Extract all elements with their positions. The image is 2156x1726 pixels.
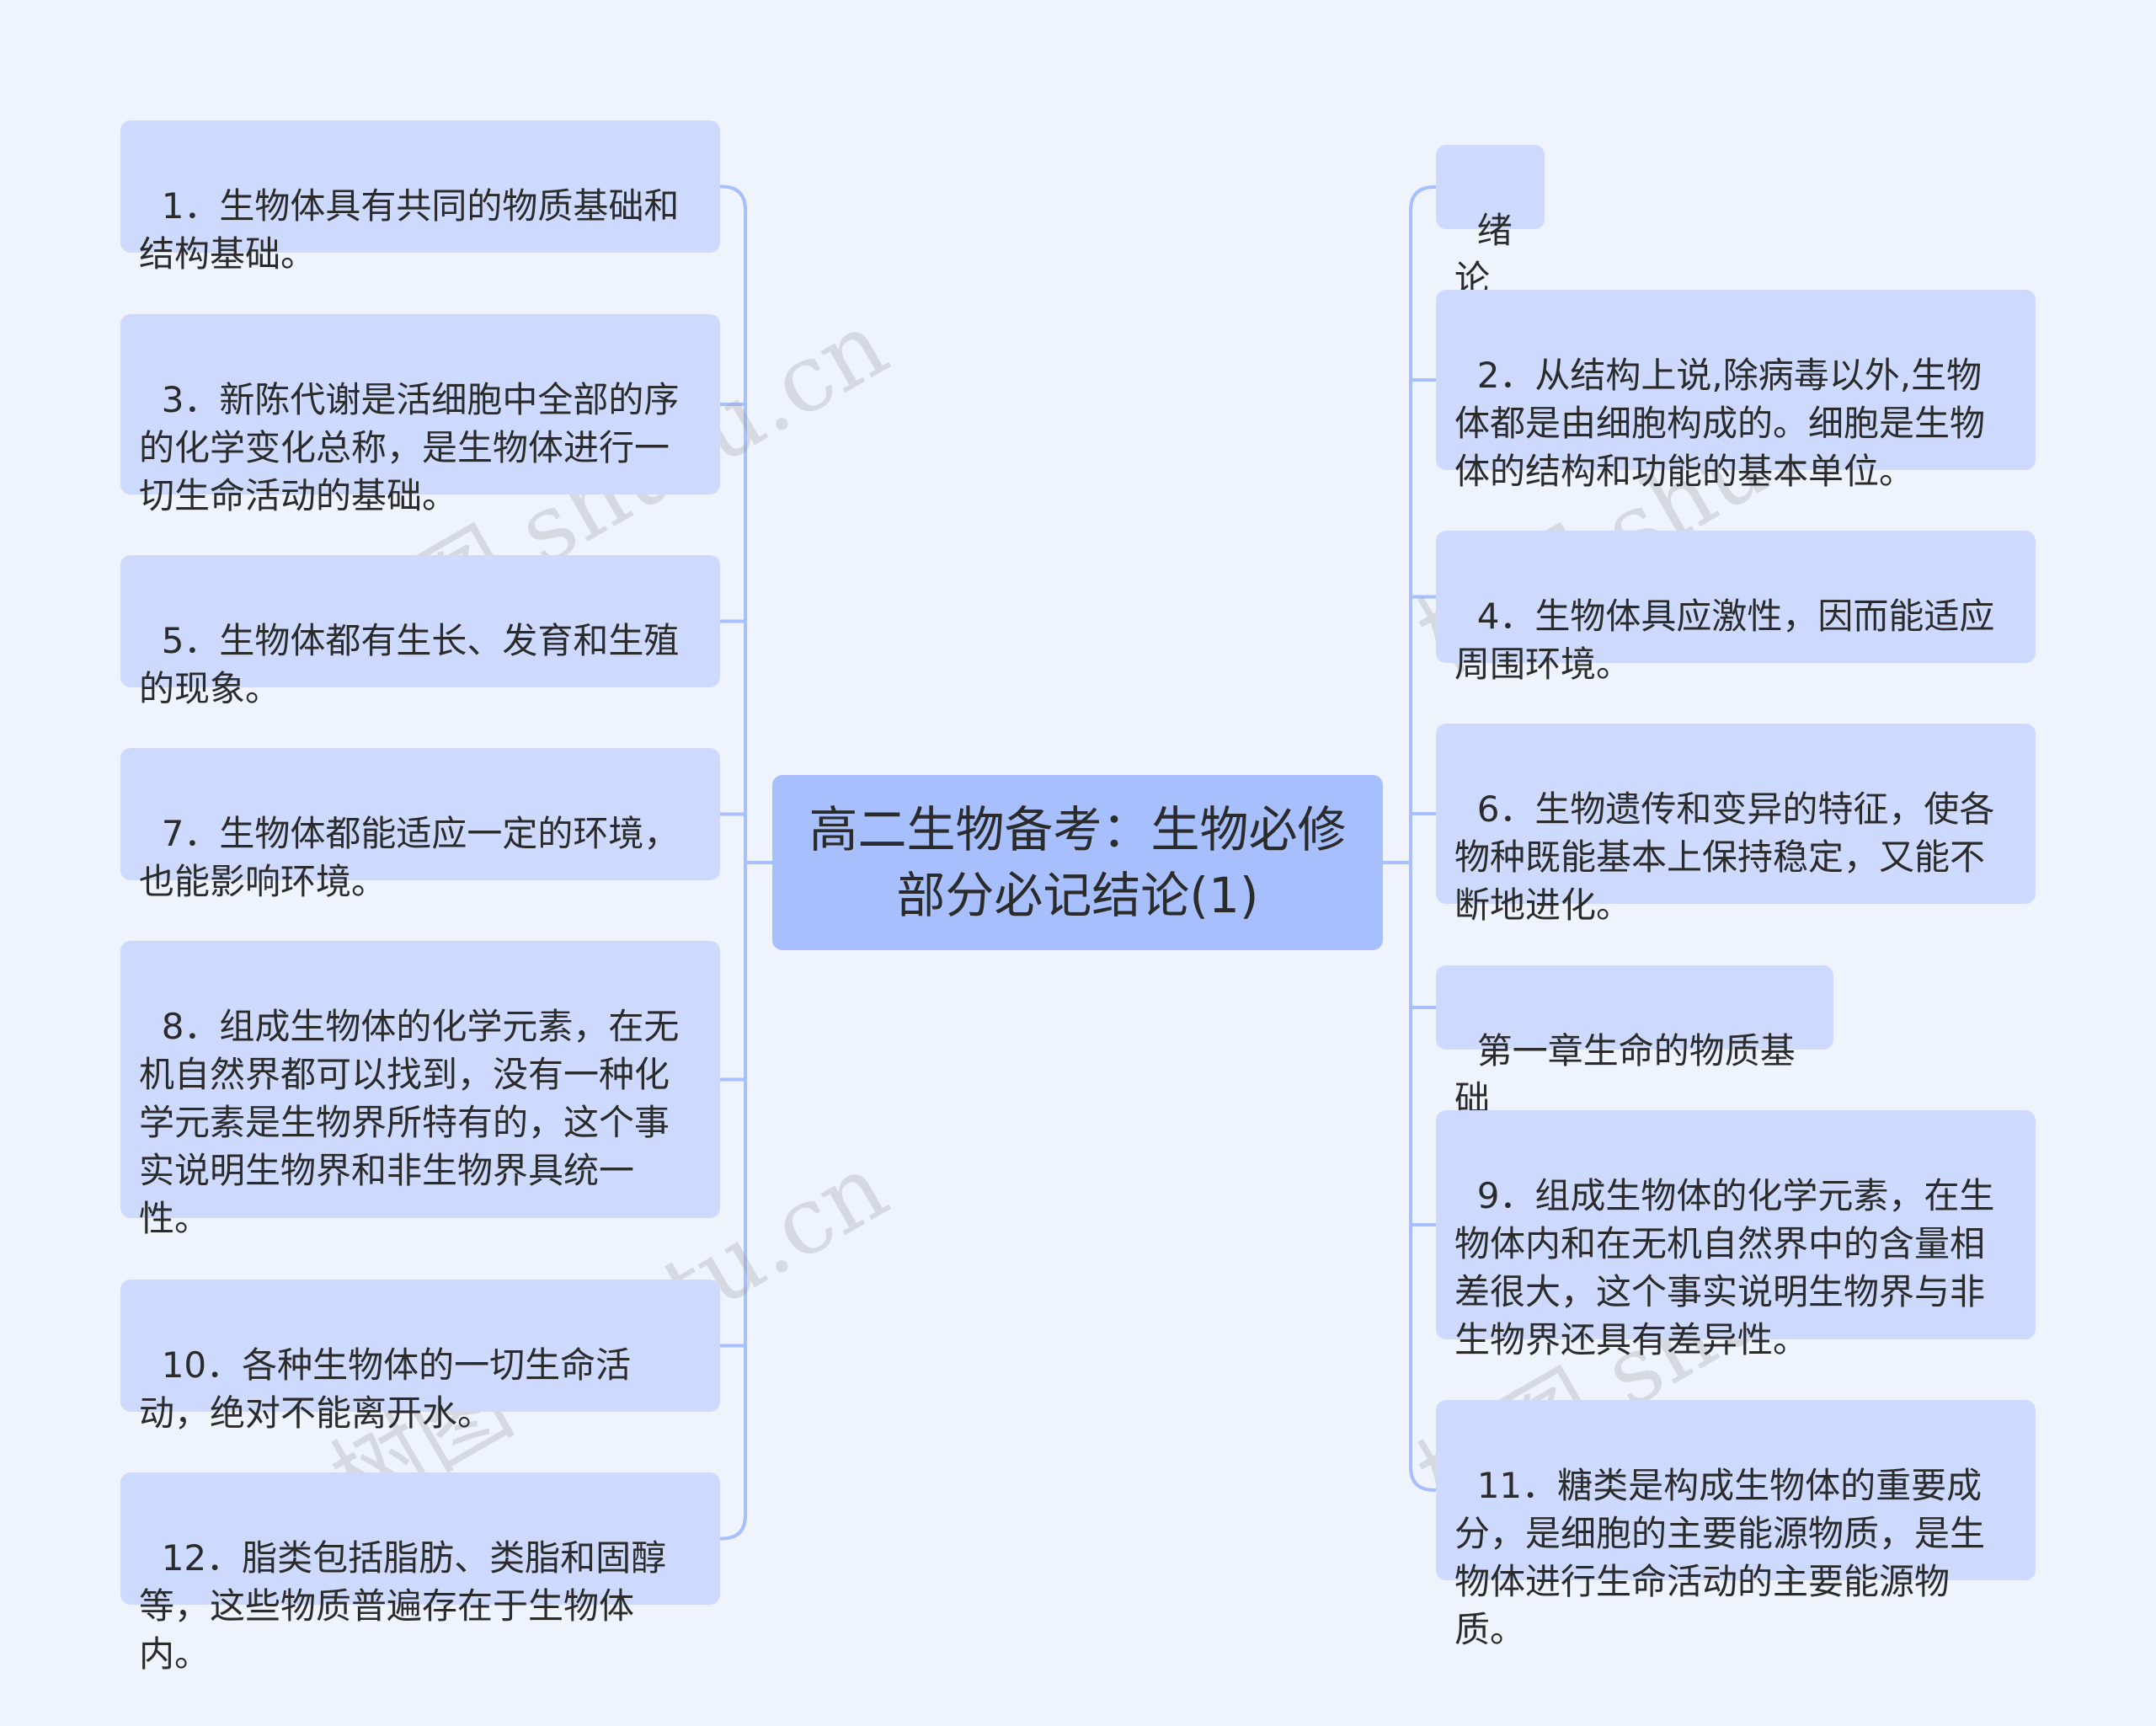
- topic-label: 6．生物遗传和变异的特征，使各物种既能基本上保持稳定，又能不断地进化。: [1454, 788, 1995, 926]
- topic-label: 11．糖类是构成生物体的重要成分，是细胞的主要能源物质，是生物体进行生命活动的主…: [1454, 1465, 1986, 1650]
- left-topic-3[interactable]: 5．生物体都有生长、发育和生殖的现象。: [120, 555, 720, 709]
- root-topic-label: 高二生物备考：生物必修部分必记结论(1): [808, 801, 1347, 924]
- topic-label: 10．各种生物体的一切生命活动，绝对不能离开水。: [139, 1344, 632, 1434]
- connector-line: [1409, 185, 1436, 211]
- connector-line: [720, 1515, 747, 1541]
- left-topic-5[interactable]: 8．组成生物体的化学元素，在无机自然界都可以找到，没有一种化学元素是生物界所特有…: [120, 941, 720, 1239]
- topic-label: 12．脂类包括脂肪、类脂和固醇等，这些物质普遍存在于生物体内。: [139, 1537, 667, 1675]
- right-topic-6[interactable]: 9．组成生物体的化学元素，在生物体内和在无机自然界中的含量相差很大，这个事实说明…: [1436, 1110, 2036, 1360]
- topic-label: 7．生物体都能适应一定的环境，也能影响环境。: [139, 813, 680, 902]
- topic-label: 4．生物体具应激性，因而能适应周围环境。: [1454, 596, 1995, 685]
- left-topic-6[interactable]: 10．各种生物体的一切生命活动，绝对不能离开水。: [120, 1280, 720, 1434]
- right-topic-3[interactable]: 4．生物体具应激性，因而能适应周围环境。: [1436, 531, 2036, 685]
- right-topic-5[interactable]: 第一章生命的物质基础: [1436, 965, 1833, 1119]
- topic-label: 9．组成生物体的化学元素，在生物体内和在无机自然界中的含量相差很大，这个事实说明…: [1454, 1175, 1995, 1360]
- topic-label: 2．从结构上说,除病毒以外,生物体都是由细胞构成的。细胞是生物体的结构和功能的基…: [1454, 355, 1986, 492]
- topic-label: 第一章生命的物质基础: [1454, 1030, 1796, 1119]
- left-topic-4[interactable]: 7．生物体都能适应一定的环境，也能影响环境。: [120, 748, 720, 902]
- connector-line: [1409, 1466, 1436, 1492]
- root-topic[interactable]: 高二生物备考：生物必修部分必记结论(1): [772, 775, 1383, 950]
- left-topic-2[interactable]: 3．新陈代谢是活细胞中全部的序的化学变化总称，是生物体进行一切生命活动的基础。: [120, 314, 720, 516]
- connector-line: [720, 184, 747, 211]
- topic-label: 8．组成生物体的化学元素，在无机自然界都可以找到，没有一种化学元素是生物界所特有…: [139, 1006, 680, 1239]
- topic-label: 5．生物体都有生长、发育和生殖的现象。: [139, 620, 680, 709]
- right-topic-1[interactable]: 绪论: [1436, 145, 1545, 299]
- right-topic-2[interactable]: 2．从结构上说,除病毒以外,生物体都是由细胞构成的。细胞是生物体的结构和功能的基…: [1436, 290, 2036, 492]
- topic-label: 3．新陈代谢是活细胞中全部的序的化学变化总称，是生物体进行一切生命活动的基础。: [139, 379, 680, 516]
- left-topic-1[interactable]: 1．生物体具有共同的物质基础和结构基础。: [120, 120, 720, 275]
- right-topic-4[interactable]: 6．生物遗传和变异的特征，使各物种既能基本上保持稳定，又能不断地进化。: [1436, 724, 2036, 926]
- left-topic-7[interactable]: 12．脂类包括脂肪、类脂和固醇等，这些物质普遍存在于生物体内。: [120, 1472, 720, 1675]
- topic-label: 1．生物体具有共同的物质基础和结构基础。: [139, 185, 680, 275]
- right-topic-7[interactable]: 11．糖类是构成生物体的重要成分，是细胞的主要能源物质，是生物体进行生命活动的主…: [1436, 1400, 2036, 1650]
